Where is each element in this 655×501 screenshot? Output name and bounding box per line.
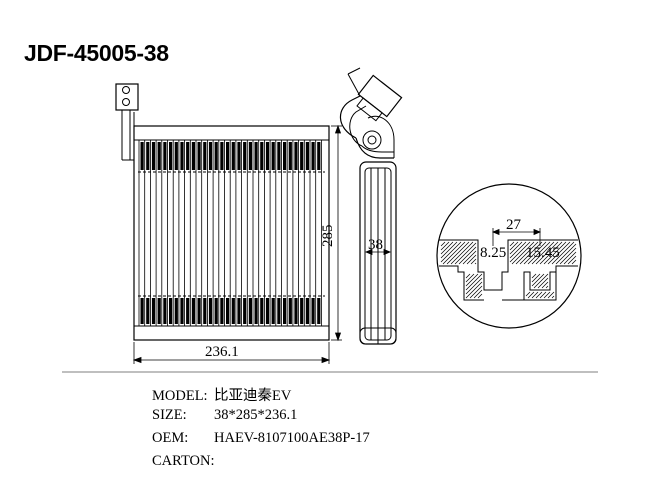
thickness-dimension-label: 38 — [368, 237, 383, 253]
spec-oem-label: OEM: — [152, 430, 189, 446]
spec-model-value: 比亚迪秦EV — [214, 388, 292, 404]
bore-left-dimension-label: 8.25 — [480, 245, 506, 261]
spec-model-label: MODEL: — [152, 388, 208, 404]
spec-carton-row: CARTON: — [152, 453, 215, 470]
front-view — [115, 83, 330, 341]
spec-oem-value: HAEV-8107100AE38P-17 — [214, 430, 370, 446]
height-dimension-line — [331, 124, 342, 342]
spec-size-row: SIZE: 38*285*236.1 — [152, 407, 297, 424]
spec-size-label: SIZE: — [152, 407, 187, 423]
width-dimension-label: 236.1 — [205, 344, 239, 360]
detail-view — [436, 183, 582, 329]
spec-carton-label: CARTON: — [152, 453, 215, 469]
pitch-dimension-line — [491, 228, 542, 246]
height-dimension-label: 285 — [320, 225, 336, 248]
spec-model-row: MODEL: 比亚迪秦EV — [152, 384, 291, 405]
pitch-dimension-label: 27 — [506, 217, 522, 233]
spec-oem-row: OEM: HAEV-8107100AE38P-17 — [152, 430, 370, 447]
part-number-title: JDF-45005-38 — [24, 40, 169, 66]
side-view — [339, 67, 403, 345]
bore-right-dimension-label: 15.45 — [526, 245, 560, 261]
fin-band-top — [140, 142, 321, 170]
fin-band-bottom — [140, 298, 321, 324]
thickness-dimension-line — [364, 248, 392, 256]
width-dimension-line — [132, 342, 331, 364]
spec-size-value: 38*285*236.1 — [214, 407, 298, 423]
